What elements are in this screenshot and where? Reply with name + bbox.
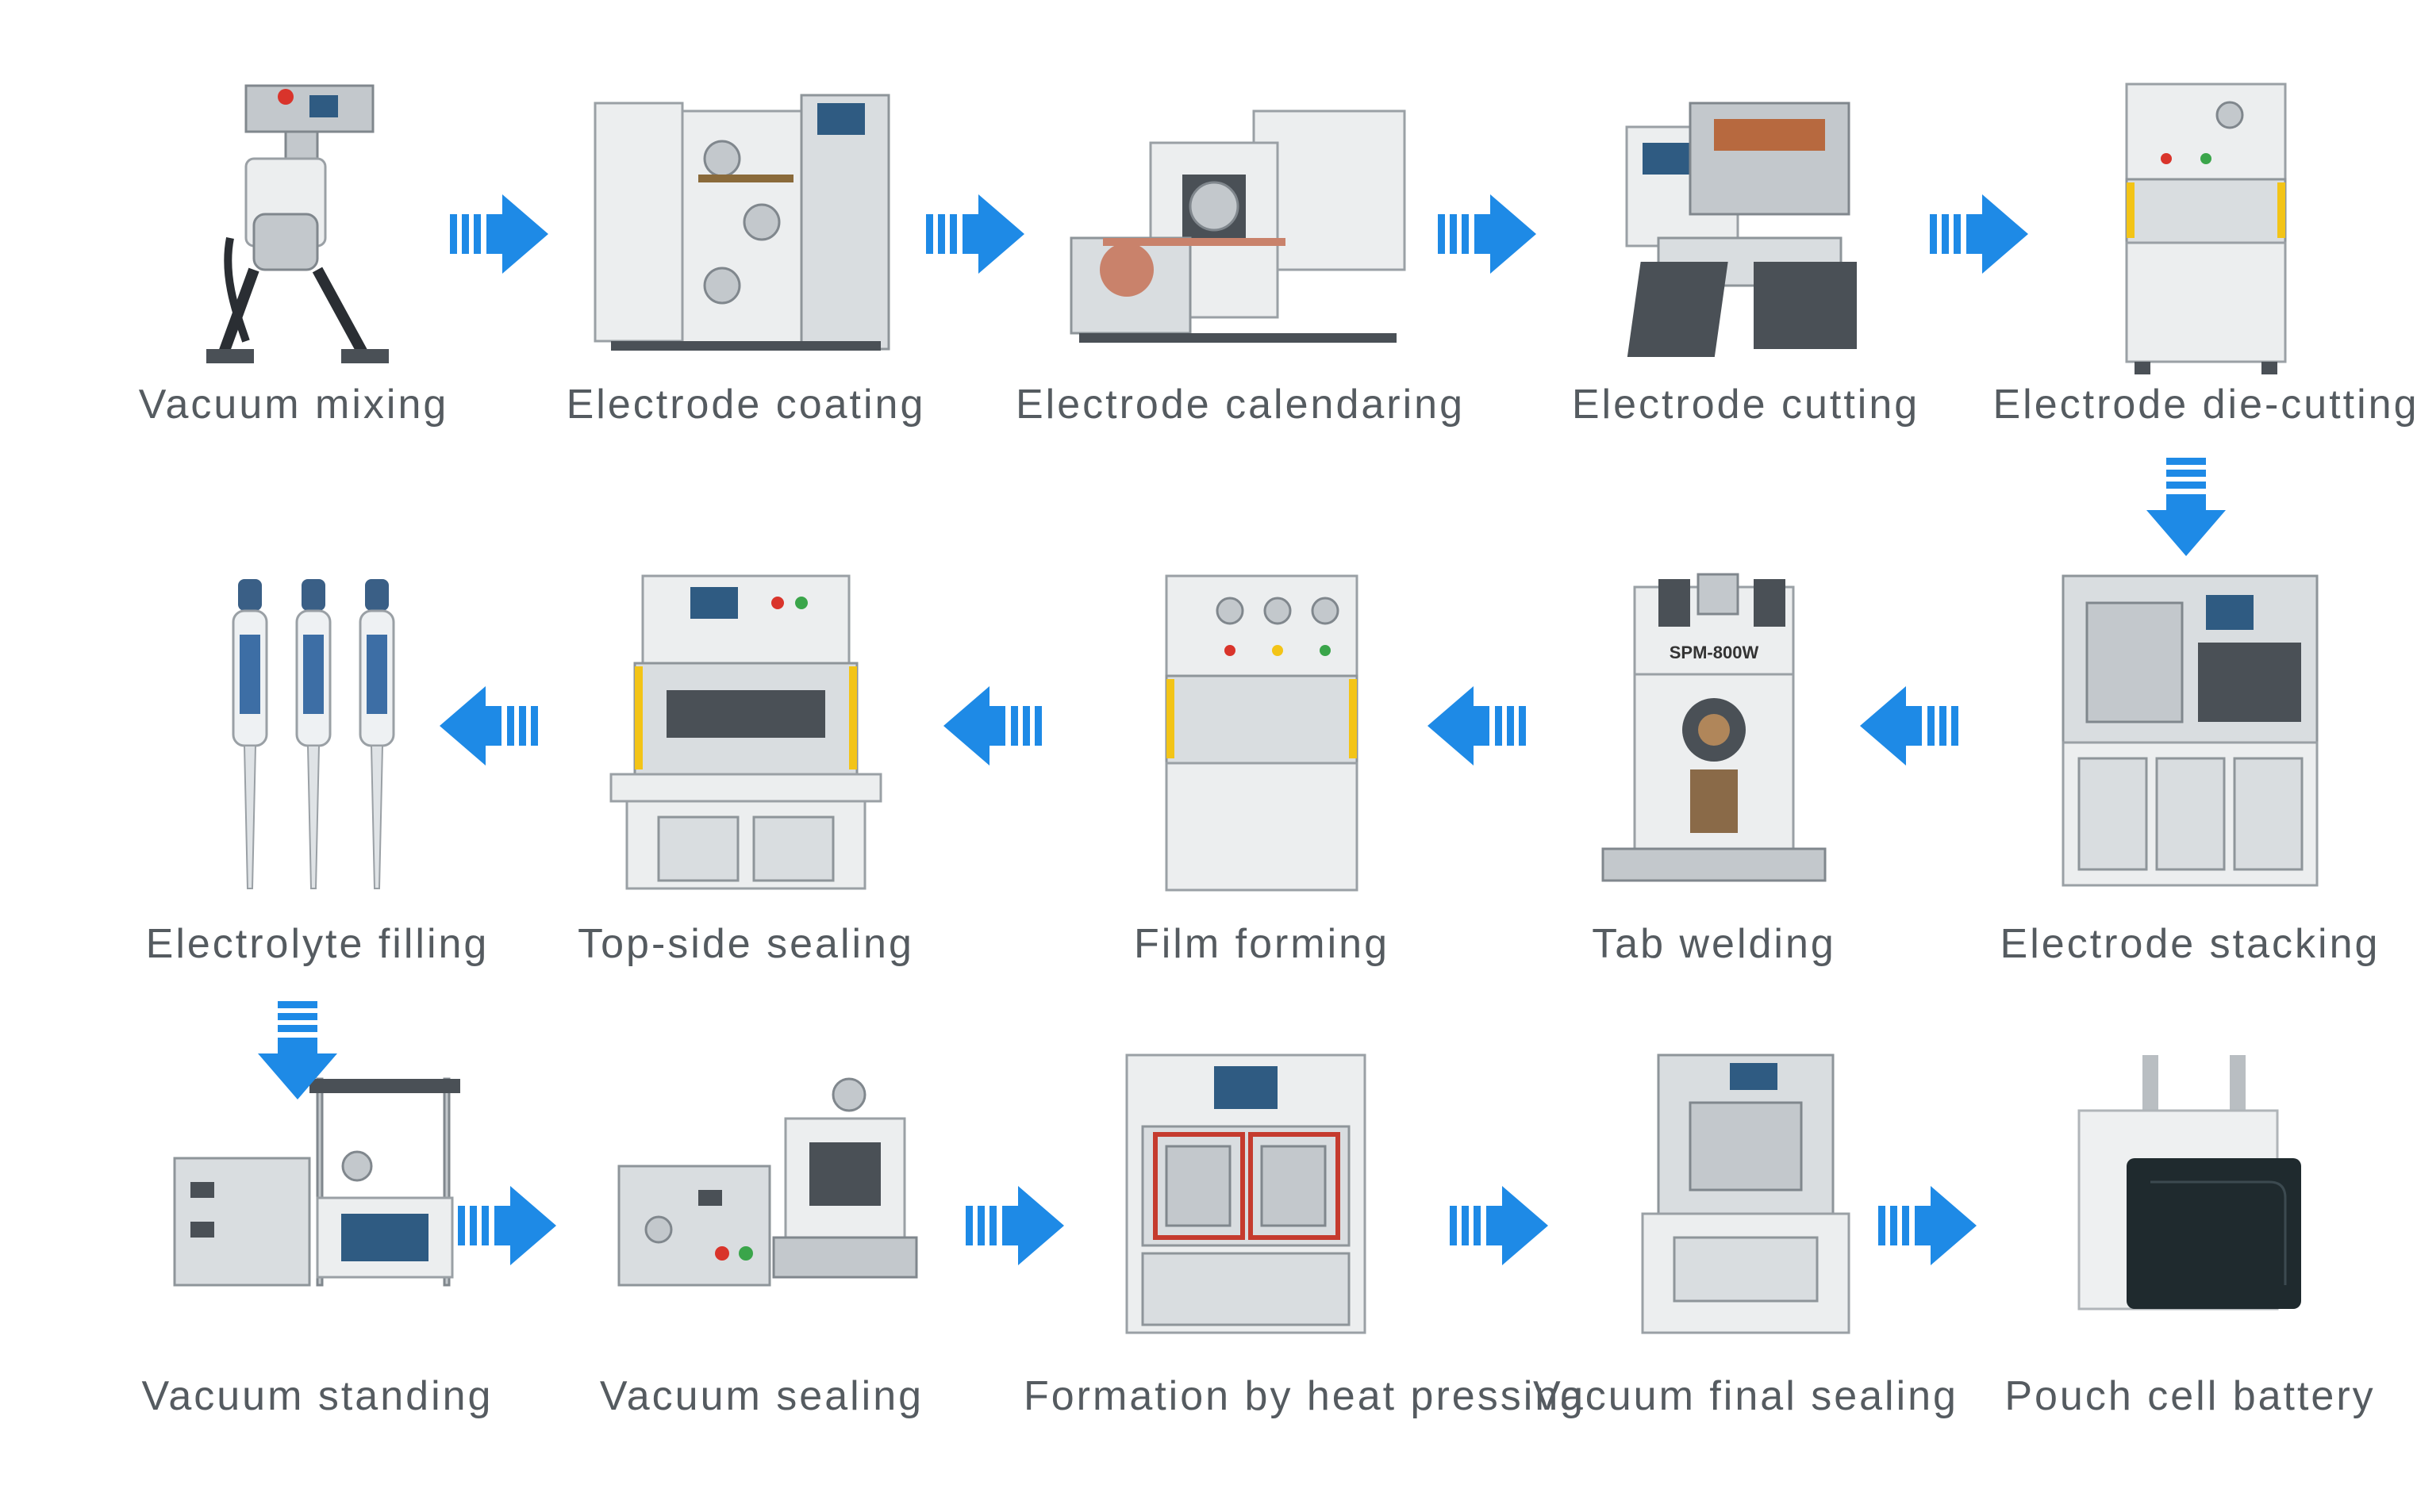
step-electrode-coating: Electrode coating	[524, 79, 968, 508]
arrow-left-icon	[943, 686, 1042, 766]
die-cutting-machine-icon	[2125, 83, 2287, 374]
step-pouch-cell-battery: Pouch cell battery	[1968, 1047, 2412, 1476]
calendaring-machine-icon	[1070, 109, 1406, 343]
step-label: Vacuum standing	[141, 1373, 494, 1419]
step-electrode-die-cutting: Electrode die-cutting	[1984, 79, 2417, 508]
step-electrode-cutting: Electrode cutting	[1524, 79, 1968, 508]
step-label: Top-side sealing	[578, 921, 914, 967]
step-vacuum-standing: Vacuum standing	[95, 1071, 540, 1499]
step-label: Electrolyte filling	[145, 921, 490, 967]
formation-cabinet-icon	[1125, 1053, 1366, 1334]
arrow-right-icon	[1878, 1186, 1977, 1265]
vacuum-mixer-machine-icon	[206, 84, 389, 363]
arrow-right-icon	[450, 194, 548, 274]
film-forming-machine-icon	[1165, 574, 1358, 892]
arrow-down-icon	[258, 1001, 337, 1099]
step-electrode-stacking: Electrode stacking	[1968, 571, 2412, 1000]
step-vacuum-mixing: Vacuum mixing	[71, 79, 516, 508]
step-label: Tab welding	[1592, 921, 1836, 967]
arrow-right-icon	[1450, 1186, 1548, 1265]
arrow-right-icon	[1438, 194, 1536, 274]
step-formation-by-heat-pressing: Formation by heat pressing	[1024, 1047, 1586, 1476]
cutting-machine-icon	[1625, 102, 1857, 357]
step-label: Film forming	[1133, 921, 1390, 967]
step-label: Vacuum final sealing	[1533, 1373, 1958, 1419]
stacking-machine-icon	[2062, 574, 2319, 887]
step-film-forming: Film forming	[1039, 571, 1484, 1000]
vacuum-sealer-icon	[617, 1077, 918, 1287]
step-electrolyte-filling: Electrolyte filling	[95, 571, 540, 1000]
step-top-side-sealing: Top-side sealing	[524, 571, 968, 1000]
vacuum-chamber-icon	[173, 1077, 460, 1287]
step-label: Electrode die-cutting	[1992, 382, 2417, 428]
pipette-icon	[232, 579, 395, 889]
coating-machine-icon	[594, 94, 890, 351]
arrow-right-icon	[458, 1186, 556, 1265]
final-sealing-machine-icon	[1641, 1053, 1850, 1334]
step-vacuum-final-sealing: Vacuum final sealing	[1524, 1047, 1968, 1476]
machine-model-label: SPM-800W	[1670, 643, 1759, 662]
welding-machine-icon: SPM-800W	[1601, 573, 1827, 882]
step-label: Electrode cutting	[1571, 382, 1920, 428]
arrow-left-icon	[440, 686, 538, 766]
step-label: Pouch cell battery	[2004, 1373, 2376, 1419]
step-label: Electrode calendaring	[1016, 382, 1465, 428]
step-label: Vacuum mixing	[138, 382, 449, 428]
step-vacuum-sealing: Vacuum sealing	[540, 1071, 984, 1499]
arrow-right-icon	[1930, 194, 2028, 274]
step-label: Electrode coating	[566, 382, 926, 428]
step-label: Formation by heat pressing	[1024, 1373, 1586, 1419]
step-tab-welding: SPM-800W Tab welding	[1492, 571, 1936, 1000]
arrow-right-icon	[926, 194, 1024, 274]
arrow-left-icon	[1860, 686, 1958, 766]
sealing-machine-icon	[609, 574, 882, 890]
step-label: Vacuum sealing	[599, 1373, 924, 1419]
step-electrode-calendaring: Electrode calendaring	[1016, 79, 1465, 508]
arrow-left-icon	[1428, 686, 1526, 766]
step-label: Electrode stacking	[2000, 921, 2380, 967]
arrow-right-icon	[966, 1186, 1064, 1265]
pouch-cell-battery-icon	[2077, 1055, 2301, 1311]
arrow-down-icon	[2146, 458, 2226, 556]
